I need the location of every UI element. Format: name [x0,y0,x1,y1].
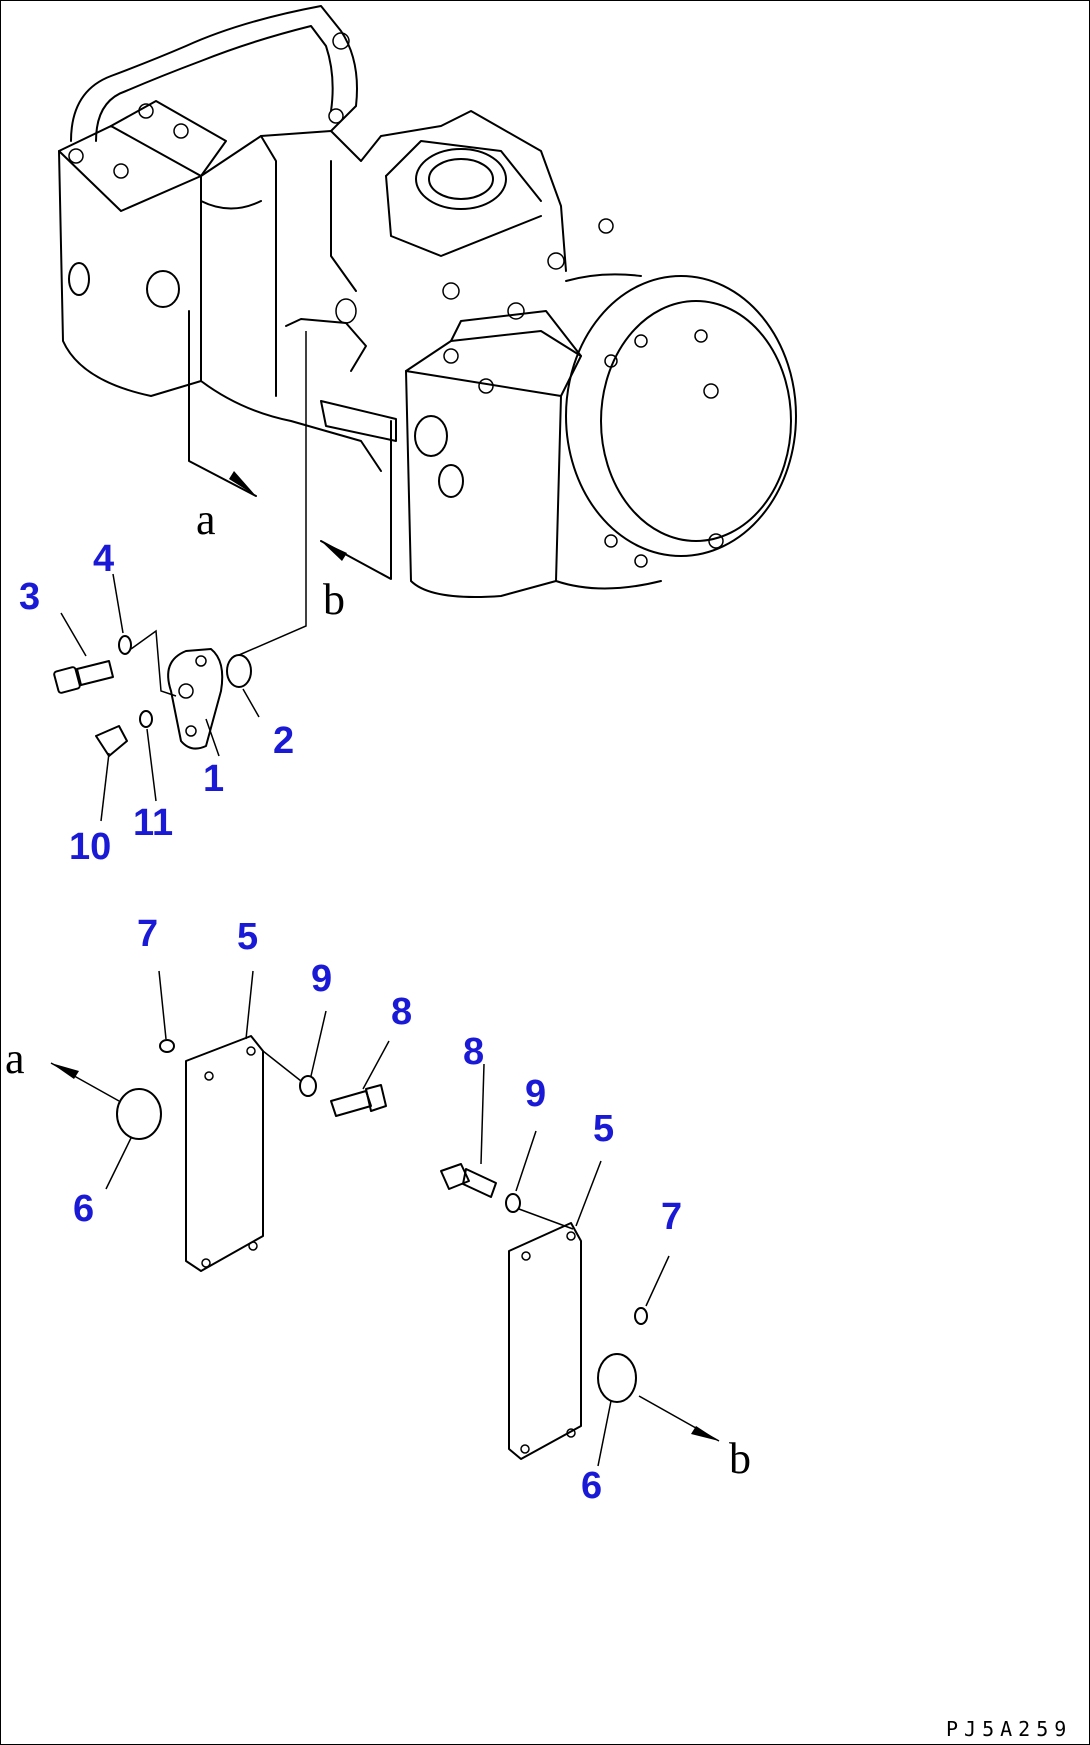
leader-1 [205,718,220,757]
part-1-bracket [167,648,224,750]
part-5-cover-left [185,1035,264,1272]
callout-6-left: 6 [73,1188,94,1230]
callout-9-right: 9 [525,1073,546,1115]
callout-7-right: 7 [661,1196,682,1238]
part-5-cover-right [508,1222,582,1460]
callout-10: 10 [69,826,111,868]
view-pointer-a-upper [188,310,257,497]
leader-9-to-5-right [518,1208,574,1230]
callout-1: 1 [203,758,224,800]
view-letter-a-lower: a [5,1034,25,1083]
leader-7-right [645,1255,670,1307]
part-7-oring-right [634,1307,648,1325]
drawing-code: PJ5A259 [946,1717,1072,1741]
view-pointer-b-upper [320,420,392,580]
leader-6-left [105,1137,132,1190]
view-letter-b-lower: b [729,1434,751,1483]
part-9-washer-right [505,1193,521,1213]
leader-5-right [575,1160,602,1227]
callout-3: 3 [19,576,40,618]
leader-2 [242,688,260,718]
callout-6-right: 6 [581,1465,602,1507]
part-2-gasket [226,331,307,688]
part-6-seal-right [597,1353,637,1403]
leader-9-left [310,1010,327,1077]
view-letter-a-upper: a [196,495,216,544]
leader-9-right [515,1130,537,1192]
leader-11 [146,728,157,802]
leader-8-right [480,1063,485,1165]
leader-6-right [597,1400,612,1467]
callout-5-right: 5 [593,1108,614,1150]
leader-7-left [158,970,167,1040]
leader-4-to-1 [130,629,177,697]
callout-4: 4 [93,538,114,580]
part-9-washer-left [299,1075,317,1097]
leader-8-left [362,1040,390,1090]
part-8-bolt-right [440,1163,497,1198]
view-letter-b-upper: b [323,575,345,624]
part-11-oring [139,710,153,728]
part-6-seal-left [116,1088,162,1140]
transmission-housing [58,5,797,598]
part-7-oring-left [159,1039,175,1053]
leader-5-to-9-left [262,1050,302,1082]
part-8-bolt-left [330,1084,387,1117]
callout-8-right: 8 [463,1031,484,1073]
leader-4 [112,573,124,634]
view-pointer-b-lower [638,1395,720,1442]
part-4-washer [118,635,132,655]
callout-7-left: 7 [137,913,158,955]
callout-9-left: 9 [311,958,332,1000]
leader-3 [60,612,87,657]
callout-5-left: 5 [237,916,258,958]
leader-5-left [245,970,254,1040]
view-pointer-a-lower [50,1062,120,1102]
callout-11: 11 [133,802,173,844]
leader-10 [100,752,110,822]
part-3-bolt [53,660,114,694]
callout-labels: 1 2 3 4 10 11 7 5 9 8 6 8 9 5 7 6 [19,538,682,1507]
part-10-plug [95,725,128,757]
callout-8-left: 8 [391,991,412,1033]
callout-2: 2 [273,720,294,762]
